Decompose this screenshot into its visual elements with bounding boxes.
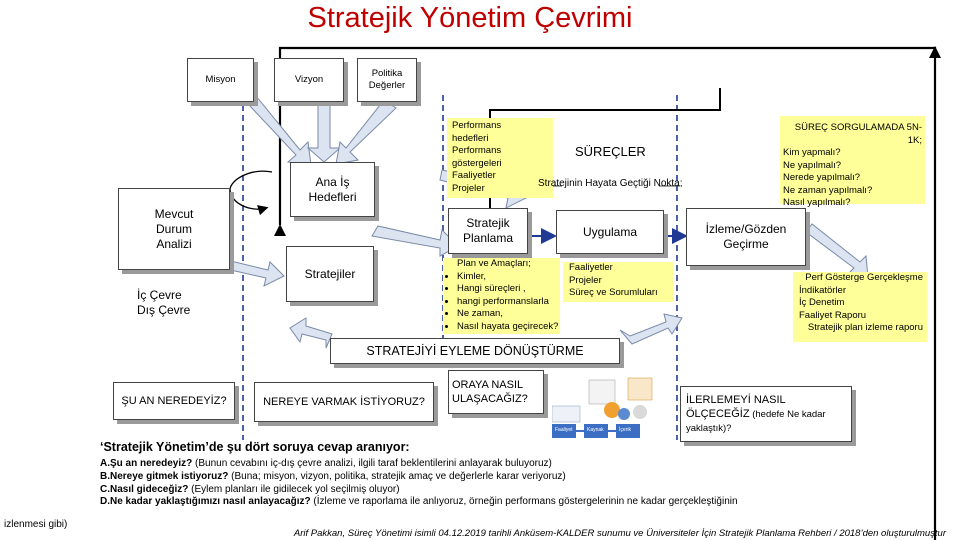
analizi-label: Analizi <box>156 237 191 252</box>
sorgulama-line: Ne zaman yapılmalı? <box>783 185 925 198</box>
gosterge-line: Faaliyet Raporu <box>793 310 923 323</box>
process-thumbnail-graphic <box>552 372 664 444</box>
sorgulama-line: SÜREÇ SORGULAMADA 5N-1K; <box>783 122 925 147</box>
explanation-rest: (İzleme ve raporlama ile anlıyoruz, örne… <box>311 496 738 507</box>
question-3-line: ORAYA NASIL <box>452 378 523 392</box>
explanation-line: izlenmesi gibi) <box>4 519 67 530</box>
cevre-text: İç Çevre Dış Çevre <box>137 288 190 318</box>
explanation-bold: B.Nereye gitmek istiyoruz? <box>100 471 228 482</box>
gosterge-line: İndikatörler <box>793 285 923 298</box>
ana-is-hedefleri-box: Ana İş Hedefleri <box>290 162 375 217</box>
planlama-label: Planlama <box>463 231 513 246</box>
question-4-bold: ÖLÇECEĞİZ <box>686 408 750 420</box>
mevcut-durum-box: Mevcut Durum Analizi <box>118 188 230 270</box>
vizyon-label: Vizyon <box>295 74 323 87</box>
explanation-bold: D.Ne kadar yaklaştığımızı nasıl anlayaca… <box>100 496 311 507</box>
plan-head: Plan ve Amaçları; <box>445 258 560 271</box>
explanation-rest: (Eylem planları ile gidilecek yol seçilm… <box>188 484 399 495</box>
question-1-label: ŞU AN NEREDEYİZ? <box>121 395 226 407</box>
politika-box: Politika Değerler <box>357 58 417 102</box>
politika-label: Politika <box>372 68 403 81</box>
explanation-rest: (Bunun cevabını iç-dış çevre analizi, il… <box>192 458 552 469</box>
explanation-lines: A.Şu an neredeyiz? (Bunun cevabını iç-dı… <box>100 458 738 509</box>
gosterge-line: Perf Gösterge Gerçekleşme <box>793 272 923 285</box>
question-4-line: yaklaştık)? <box>686 422 731 435</box>
izleme-label: İzleme/Gözden <box>706 222 787 237</box>
explanation-line: B.Nereye gitmek istiyoruz? (Buna; misyon… <box>100 471 738 484</box>
hedefleri-label: Hedefleri <box>308 190 356 205</box>
misyon-label: Misyon <box>205 74 235 87</box>
mevcut-label: Mevcut <box>155 207 194 222</box>
sorgulama-line: Ne yapılmalı? <box>783 160 925 173</box>
plan-note: Plan ve Amaçları; Kimler, Hangi süreçler… <box>443 258 560 334</box>
question-1-box: ŞU AN NEREDEYİZ? <box>113 382 235 420</box>
stratejiler-label: Stratejiler <box>305 267 356 282</box>
process-thumbnail: Faaliyet Kaynak İçerik <box>552 372 664 444</box>
sorgulama-line: Nerede yapılmalı? <box>783 172 925 185</box>
faaliyet-line: Projeler <box>569 275 673 288</box>
faaliyet-line: Faaliyetler <box>569 262 673 275</box>
surecler-label: SÜREÇLER <box>575 144 646 159</box>
question-3-box: ORAYA NASIL ULAŞACAĞIZ? <box>448 370 544 414</box>
gosterge-line: Stratejik plan izleme raporu <box>793 322 923 335</box>
performans-line: hedefleri <box>452 133 553 146</box>
uygulama-box: Uygulama <box>556 210 664 254</box>
performans-line: Performans <box>452 120 553 133</box>
performans-line: göstergeleri <box>452 158 553 171</box>
plan-item: Hangi süreçleri , <box>457 283 560 296</box>
questions-heading: ‘Stratejik Yönetim’de şu dört soruya cev… <box>100 440 410 454</box>
question-4-line: İLERLEMEYİ NASIL <box>686 393 786 407</box>
ic-cevre-label: İç Çevre <box>137 288 190 303</box>
durum-label: Durum <box>156 222 192 237</box>
block-arrow <box>290 318 332 348</box>
izleme-box: İzleme/Gözden Geçirme <box>686 208 806 266</box>
footer-citation: Arif Pakkan, Süreç Yönetimi isimli 04.12… <box>294 528 946 539</box>
stratejiler-box: Stratejiler <box>286 246 374 302</box>
thumb-label: Faaliyet <box>555 427 573 433</box>
explanation-bold: C.Nasıl gideceğiz? <box>100 484 188 495</box>
misyon-box: Misyon <box>187 58 254 102</box>
question-4-box: İLERLEMEYİ NASIL ÖLÇECEĞİZ (hedefe Ne ka… <box>680 386 852 442</box>
perf-gosterge-note: Perf Gösterge Gerçekleşme İndikatörler İ… <box>793 272 927 342</box>
ana-is-label: Ana İş <box>315 175 349 190</box>
explanation-rest: (Buna; misyon, vizyon, politika, stratej… <box>228 471 565 482</box>
explanation-line: A.Şu an neredeyiz? (Bunun cevabını iç-dı… <box>100 458 738 471</box>
plan-item: Kimler, <box>457 271 560 284</box>
vizyon-box: Vizyon <box>274 58 344 102</box>
question-2-label: NEREYE VARMAK İSTİYORUZ? <box>263 396 425 408</box>
dis-cevre-label: Dış Çevre <box>137 303 190 318</box>
explanation-line: C.Nasıl gideceğiz? (Eylem planları ile g… <box>100 484 738 497</box>
explanation-bold: A.Şu an neredeyiz? <box>100 458 192 469</box>
thumb-label: İçerik <box>619 427 631 433</box>
plan-item: Nasıl hayata geçirecek? <box>457 321 560 334</box>
hayata-gectigi-label: Stratejinin Hayata Geçtiği Nokta; <box>538 178 683 189</box>
stratejik-planlama-box: Stratejik Planlama <box>448 208 528 254</box>
uygulama-label: Uygulama <box>583 225 637 240</box>
block-arrow <box>372 226 458 256</box>
eyleme-box: STRATEJİYİ EYLEME DÖNÜŞTÜRME <box>330 338 620 364</box>
question-2-box: NEREYE VARMAK İSTİYORUZ? <box>254 382 434 422</box>
sorgulama-line: Kim yapmalı? <box>783 147 925 160</box>
surec-sorgulama-note: SÜREÇ SORGULAMADA 5N-1K; Kim yapmalı? Ne… <box>780 116 925 204</box>
block-arrow <box>336 100 396 164</box>
faaliyet-note: Faaliyetler Projeler Süreç ve Sorumlular… <box>563 262 673 302</box>
gosterge-line: İç Denetim <box>793 297 923 310</box>
explanation-line: D.Ne kadar yaklaştığımızı nasıl anlayaca… <box>100 496 738 509</box>
thumb-label: Kaynak <box>587 427 604 433</box>
plan-item: Ne zaman, <box>457 308 560 321</box>
question-3-line: ULAŞACAĞIZ? <box>452 392 528 406</box>
performans-line: Performans <box>452 145 553 158</box>
cycle-arrow <box>230 171 272 209</box>
block-arrow <box>308 98 340 162</box>
faaliyet-line: Süreç ve Sorumluları <box>569 287 673 300</box>
block-arrow <box>806 224 868 278</box>
stratejik-label: Stratejik <box>466 216 509 231</box>
eyleme-label: STRATEJİYİ EYLEME DÖNÜŞTÜRME <box>366 344 583 358</box>
plan-item: hangi performanslarla <box>457 296 560 309</box>
block-arrow <box>620 314 682 344</box>
question-4-note: (hedefe Ne kadar <box>750 409 826 420</box>
degerler-label: Değerler <box>369 80 405 93</box>
gecirme-label: Geçirme <box>723 237 768 252</box>
